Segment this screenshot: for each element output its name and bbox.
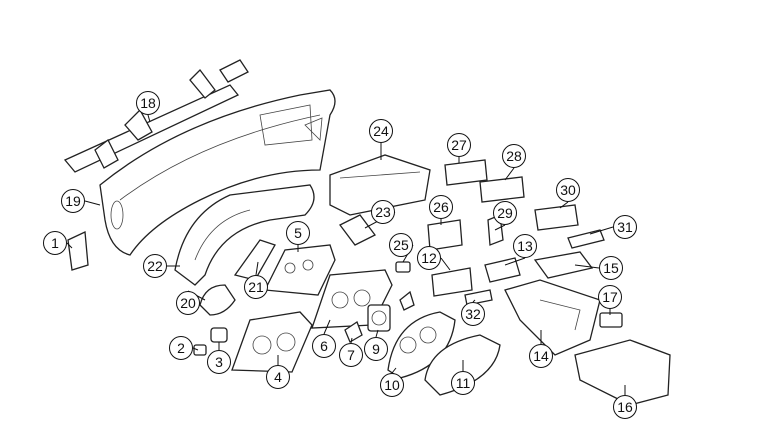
callout-23: 23 <box>371 200 395 224</box>
part-15 <box>533 251 594 279</box>
part-5 <box>263 244 336 296</box>
callout-5: 5 <box>286 221 310 245</box>
part-30 <box>534 204 579 231</box>
part-7 <box>344 321 363 343</box>
callout-20: 20 <box>176 291 200 315</box>
callout-1: 1 <box>43 231 67 255</box>
callout-19: 19 <box>61 189 85 213</box>
callout-15: 15 <box>599 256 623 280</box>
part-2 <box>193 344 207 356</box>
callout-12: 12 <box>417 246 441 270</box>
callout-4: 4 <box>266 365 290 389</box>
part-4 <box>231 311 313 373</box>
callout-6: 6 <box>312 334 336 358</box>
part-23 <box>339 214 376 246</box>
part-12 <box>431 267 473 297</box>
callout-3: 3 <box>207 350 231 374</box>
part-27 <box>444 159 488 186</box>
part-14 <box>504 279 601 356</box>
callout-7: 7 <box>339 343 363 367</box>
part-28 <box>479 176 525 203</box>
callout-31: 31 <box>613 215 637 239</box>
part-1 <box>67 231 89 271</box>
callout-17: 17 <box>598 285 622 309</box>
callout-11: 11 <box>451 371 475 395</box>
part-25 <box>395 261 411 273</box>
part-17 <box>599 312 623 328</box>
part-10 <box>387 311 456 379</box>
part-32 <box>464 289 493 306</box>
callout-30: 30 <box>556 178 580 202</box>
callout-16: 16 <box>613 395 637 419</box>
callout-14: 14 <box>529 344 553 368</box>
callout-10: 10 <box>380 373 404 397</box>
part-dashboard <box>99 89 336 256</box>
callout-13: 13 <box>513 234 537 258</box>
part-26 <box>427 219 463 251</box>
callout-29: 29 <box>493 201 517 225</box>
part-31 <box>567 229 605 249</box>
part-9 <box>367 304 391 332</box>
callout-2: 2 <box>169 336 193 360</box>
part-3 <box>210 327 228 343</box>
callout-28: 28 <box>502 144 526 168</box>
callout-21: 21 <box>244 275 268 299</box>
part-cross-beam <box>63 59 249 173</box>
part-24 <box>329 154 431 216</box>
part-21 <box>233 239 276 281</box>
part-20 <box>199 284 236 316</box>
callout-26: 26 <box>429 195 453 219</box>
part-13 <box>484 257 521 283</box>
part-cluster-bezel <box>174 184 315 286</box>
callout-25: 25 <box>389 233 413 257</box>
callout-27: 27 <box>447 133 471 157</box>
callout-22: 22 <box>143 254 167 278</box>
callout-9: 9 <box>364 337 388 361</box>
callout-32: 32 <box>461 302 485 326</box>
part-16 <box>574 339 671 406</box>
callout-24: 24 <box>369 119 393 143</box>
callout-18: 18 <box>136 91 160 115</box>
